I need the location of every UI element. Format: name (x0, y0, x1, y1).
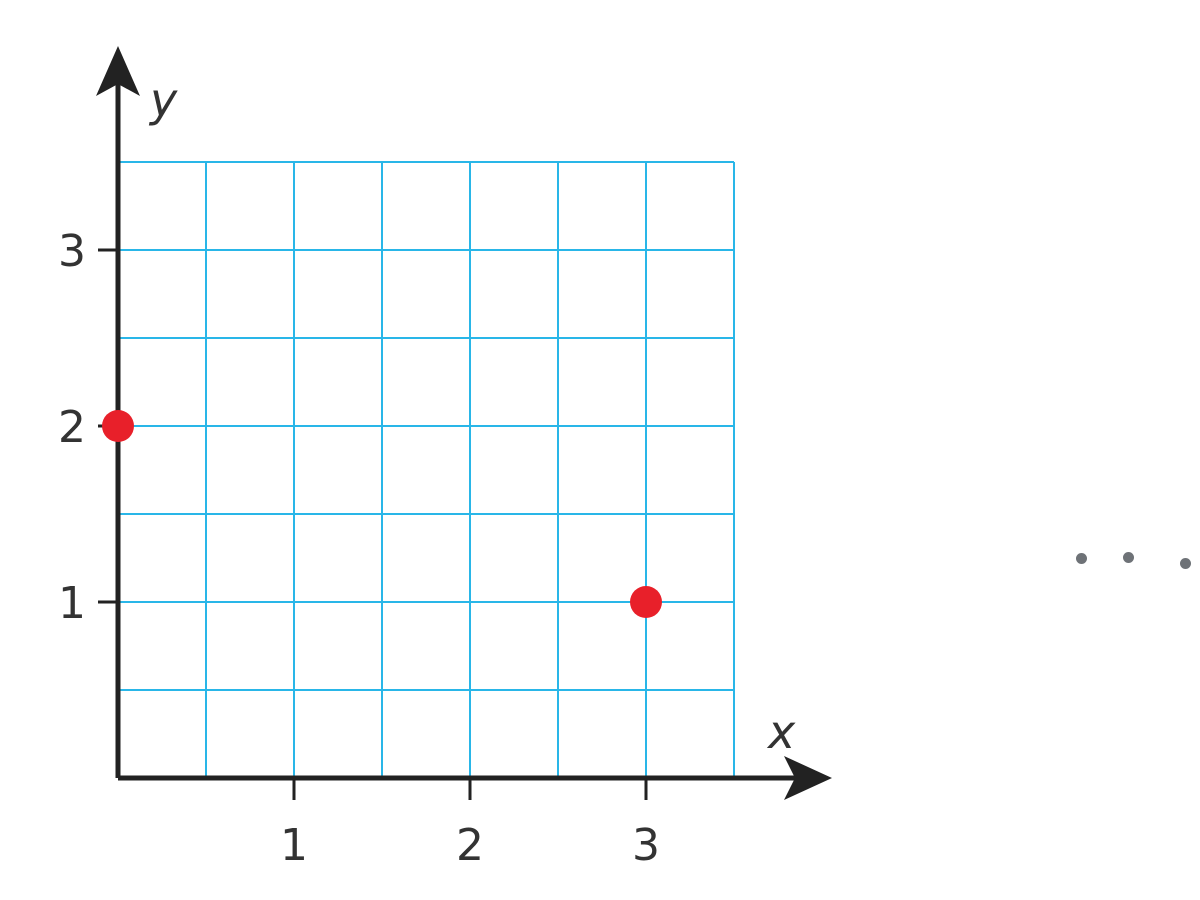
y-tick-label: 2 (58, 402, 86, 453)
grid (118, 161, 735, 778)
x-axis-arrowhead (784, 756, 832, 800)
x-tick-label: 2 (456, 820, 484, 871)
data-point (630, 586, 662, 618)
overflow-menu[interactable] (1066, 544, 1200, 574)
ellipsis-icon (1123, 552, 1134, 563)
y-axis-arrowhead (96, 46, 140, 96)
ellipsis-icon (1076, 553, 1087, 564)
y-axis-label: y (148, 73, 178, 127)
ticks: 1 2 3 1 2 3 (58, 226, 660, 871)
x-tick-label: 1 (280, 820, 308, 871)
ellipsis-icon (1180, 558, 1191, 569)
x-axis-label: x (766, 705, 796, 759)
data-points (102, 410, 662, 618)
y-tick-label: 3 (58, 226, 86, 277)
y-tick-label: 1 (58, 578, 86, 629)
data-point (102, 410, 134, 442)
x-tick-label: 3 (632, 820, 660, 871)
